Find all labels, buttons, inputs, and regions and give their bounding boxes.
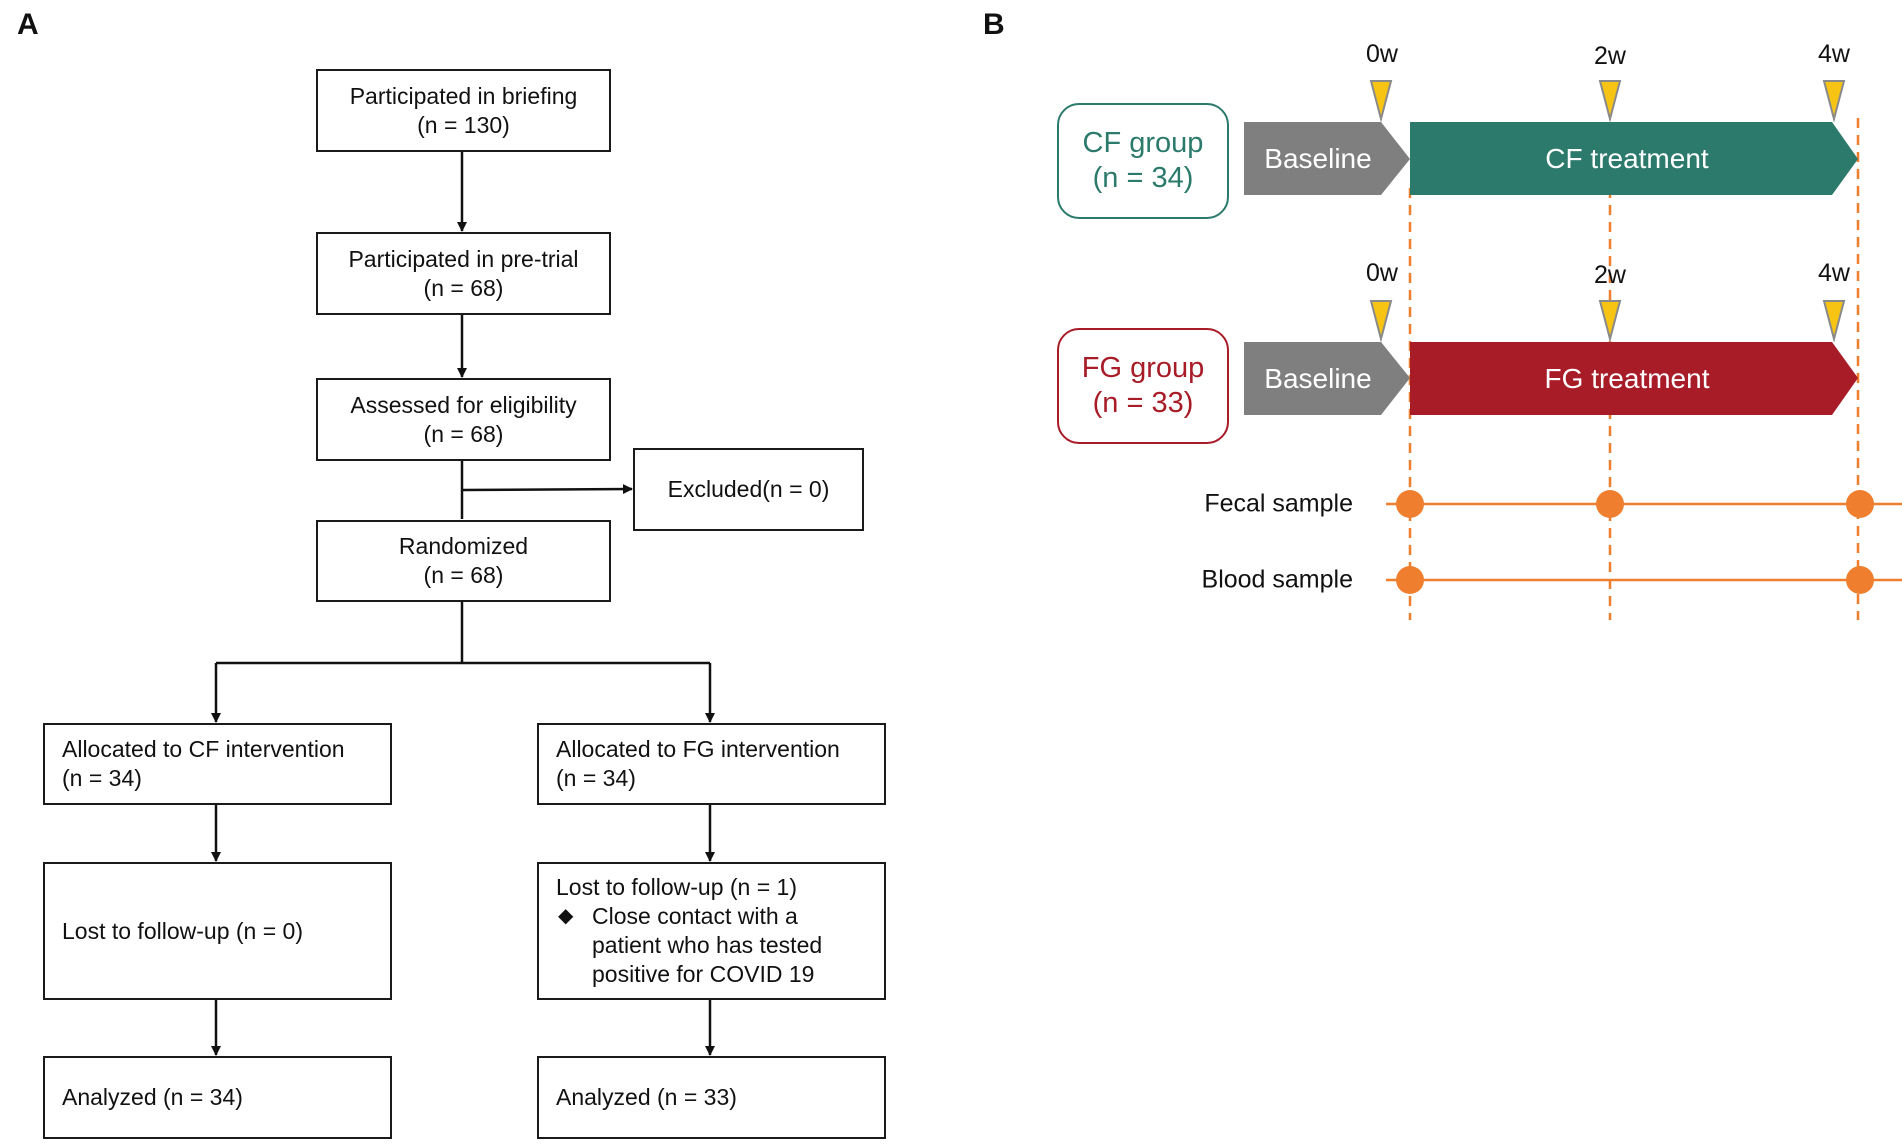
box-excluded: Excluded(n = 0): [633, 448, 864, 531]
box-analyzed-fg: Analyzed (n = 33): [537, 1056, 886, 1139]
box-analyzed-cf: Analyzed (n = 34): [43, 1056, 392, 1139]
fecal-sample-dot-4w: [1846, 490, 1874, 518]
excluded-label: Excluded(n = 0): [667, 476, 830, 502]
cf-treatment-bar: [1410, 122, 1858, 195]
fg-treatment-bar: [1410, 342, 1858, 415]
lost-fg-reason-line1: Close contact with a: [592, 903, 798, 929]
cf-baseline-label: Baseline: [1264, 143, 1372, 174]
marker-fg-2w-icon: [1598, 300, 1622, 343]
panel-label-b: B: [983, 8, 1005, 41]
box-allocated-fg: Allocated to FG intervention (n = 34): [537, 723, 886, 805]
marker-cf-2w-icon: [1598, 80, 1622, 123]
fecal-sample-dot-0w: [1396, 490, 1424, 518]
week-label-cf-4w: 4w: [1818, 40, 1850, 68]
fecal-sample-label: Fecal sample: [1204, 489, 1353, 518]
analyzed-cf-label: Analyzed (n = 34): [62, 1084, 243, 1110]
fg-group-box: FG group (n = 33): [1057, 328, 1229, 444]
week-label-fg-2w: 2w: [1594, 261, 1626, 289]
blood-sample-label: Blood sample: [1201, 565, 1353, 594]
randomized-count: (n = 68): [423, 562, 504, 588]
blood-sample-dot-0w: [1396, 566, 1424, 594]
marker-fg-0w-icon: [1369, 300, 1393, 343]
pretrial-count: (n = 68): [423, 274, 504, 301]
box-lost-followup-fg: Lost to follow-up (n = 1) ◆ Close contac…: [537, 862, 886, 1000]
box-randomized: Randomized (n = 68): [316, 520, 611, 602]
lost-fg-reason-line2: patient who has tested: [592, 932, 823, 958]
week-label-cf-0w: 0w: [1366, 40, 1398, 68]
fg-baseline-bar: [1244, 342, 1410, 415]
briefing-label: Participated in briefing: [349, 82, 578, 109]
week-label-fg-4w: 4w: [1818, 259, 1850, 287]
analyzed-fg-label: Analyzed (n = 33): [556, 1084, 737, 1110]
fg-baseline-label: Baseline: [1264, 363, 1372, 394]
box-participated-briefing: Participated in briefing (n = 130): [316, 69, 611, 152]
lost-cf-label: Lost to follow-up (n = 0): [62, 917, 303, 944]
box-participated-pretrial: Participated in pre-trial (n = 68): [316, 232, 611, 315]
blood-sample-dot-4w: [1846, 566, 1874, 594]
pretrial-label: Participated in pre-trial: [348, 245, 579, 272]
briefing-count: (n = 130): [417, 111, 510, 138]
cf-group-box: CF group (n = 34): [1057, 103, 1229, 219]
eligibility-label: Assessed for eligibility: [350, 391, 577, 418]
marker-cf-0w-icon: [1369, 80, 1393, 123]
fg-group-name: FG group: [1081, 352, 1205, 384]
marker-cf-4w-icon: [1822, 80, 1846, 123]
cf-treatment-label: CF treatment: [1545, 143, 1709, 174]
fg-group-count: (n = 33): [1092, 387, 1194, 419]
cf-baseline-bar: [1244, 122, 1410, 195]
lost-fg-reason-line3: positive for COVID 19: [592, 961, 815, 987]
cf-group-name: CF group: [1082, 127, 1204, 159]
box-lost-followup-cf: Lost to follow-up (n = 0): [43, 862, 392, 1000]
panel-label-a: A: [17, 8, 39, 41]
fecal-sample-dot-2w: [1596, 490, 1624, 518]
week-label-fg-0w: 0w: [1366, 259, 1398, 287]
lost-fg-label: Lost to follow-up (n = 1): [556, 874, 797, 900]
arrow-to-excluded: [461, 484, 633, 495]
eligibility-count: (n = 68): [423, 420, 504, 447]
cf-group-count: (n = 34): [1092, 162, 1194, 194]
box-assessed-eligibility: Assessed for eligibility (n = 68): [316, 378, 611, 461]
marker-fg-4w-icon: [1822, 300, 1846, 343]
fg-treatment-label: FG treatment: [1544, 363, 1710, 394]
diamond-bullet-icon: ◆: [558, 905, 574, 927]
week-label-cf-2w: 2w: [1594, 42, 1626, 70]
allocated-fg-count: (n = 34): [556, 765, 636, 791]
box-allocated-cf: Allocated to CF intervention (n = 34): [43, 723, 392, 805]
lost-fg-reason: ◆ Close contact with a patient who has t…: [556, 902, 852, 989]
allocated-cf-count: (n = 34): [62, 765, 142, 791]
allocated-cf-label: Allocated to CF intervention: [62, 736, 345, 762]
allocated-fg-label: Allocated to FG intervention: [556, 736, 840, 762]
randomized-label: Randomized: [398, 533, 529, 559]
